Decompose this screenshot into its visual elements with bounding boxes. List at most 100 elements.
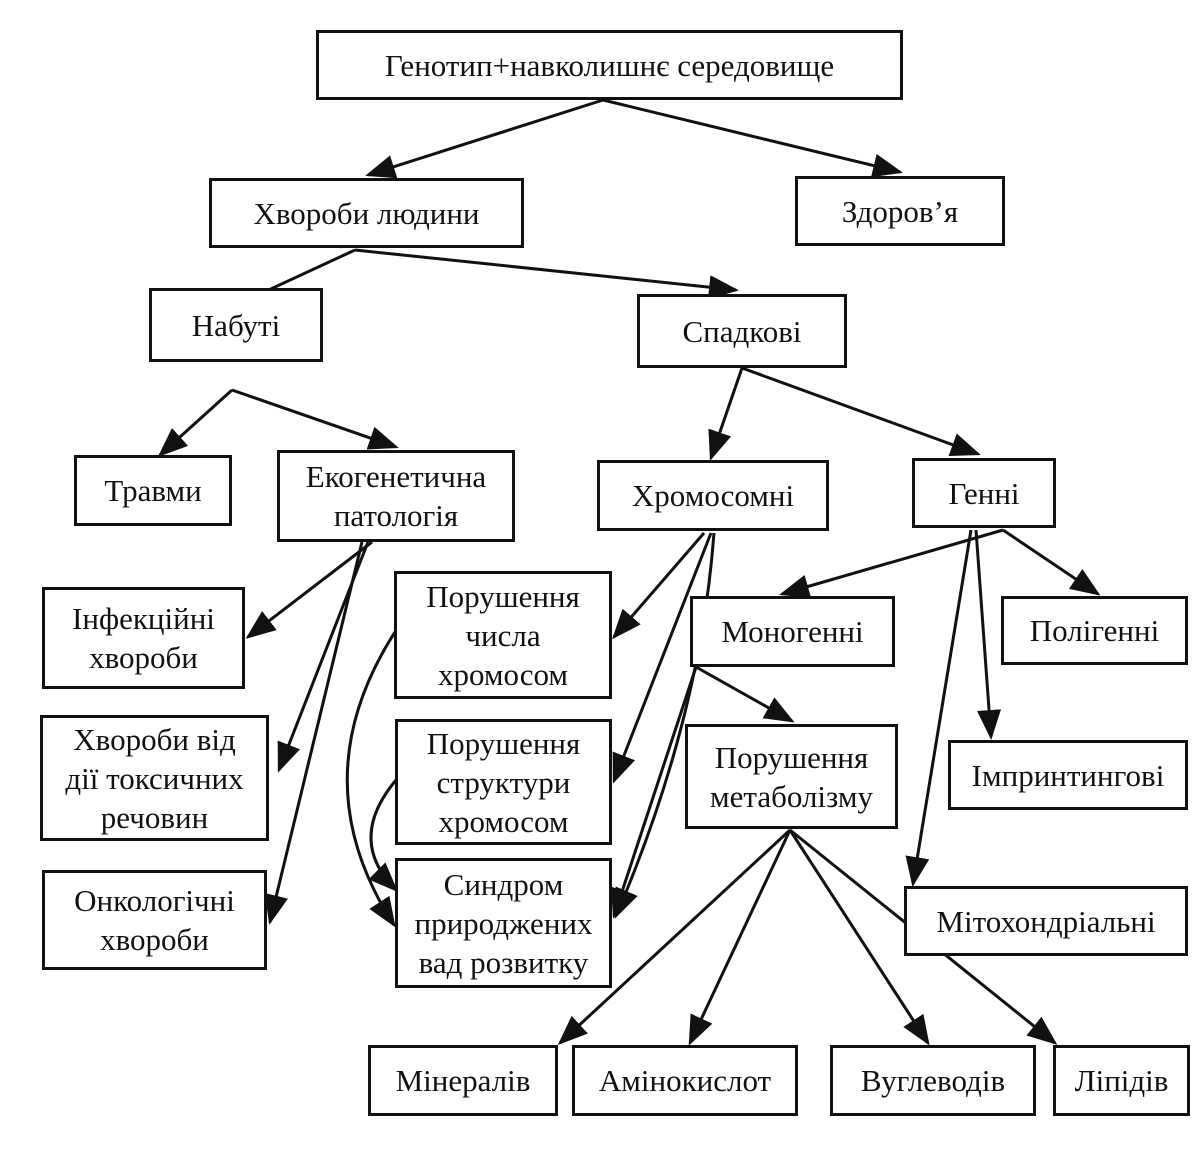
node-oncological: Онкологічні хвороби: [42, 870, 267, 970]
node-label-line: Імпринтингові: [971, 757, 1165, 793]
node-acquired: Набуті: [149, 288, 323, 362]
node-label-line: речовин: [100, 799, 209, 835]
node-label-line: Хромосомні: [631, 478, 795, 513]
node-label-line: Мітохондріальні: [936, 903, 1156, 939]
node-label: Хвороби людини: [253, 194, 479, 233]
node-label-line: Інфекційні: [72, 601, 215, 636]
node-label: Травми: [104, 471, 201, 510]
node-health: Здоров’я: [795, 176, 1005, 246]
arrow-genic-to-monogenic: [779, 528, 1004, 599]
arrow-chromosomal-to-malformations: [614, 532, 716, 919]
node-label-line: Травми: [104, 473, 202, 508]
node-label: Імпринтингові: [972, 756, 1165, 795]
node-label-line: Ліпідів: [1074, 1063, 1169, 1098]
node-monogenic: Моногенні: [690, 596, 895, 667]
node-label-line: Порушення: [426, 578, 580, 614]
node-lipids: Ліпідів: [1053, 1045, 1190, 1116]
arrow-acquired-to-ecogenetic: [231, 388, 399, 450]
node-label-line: хромосом: [437, 656, 569, 692]
node-label-line: Моногенні: [721, 614, 864, 649]
node-imprinting: Імпринтингові: [948, 740, 1188, 810]
arrow-disease-to-hereditary: [354, 248, 739, 300]
node-label-line: структури: [436, 764, 571, 800]
node-hereditary: Спадкові: [637, 294, 847, 368]
node-label: Ліпідів: [1075, 1061, 1169, 1100]
node-label: Хромосомні: [632, 476, 794, 515]
node-label-line: Здоров’я: [841, 193, 959, 229]
node-label-line: Порушення: [426, 725, 581, 761]
node-label: Генотип+навколишнє середовище: [385, 46, 834, 85]
node-label-line: Спадкові: [682, 313, 802, 349]
arrow-metabolism-to-carbohydrates: [788, 829, 930, 1046]
node-label-line: числа: [465, 617, 541, 653]
node-label-line: Вуглеводів: [860, 1063, 1006, 1098]
node-ecogenetic: Екогенетична патологія: [277, 450, 515, 542]
arrow-hereditary-to-genic: [741, 366, 981, 457]
arrow-hereditary-to-chromosomal: [708, 367, 744, 461]
node-label: Амінокислот: [599, 1061, 771, 1100]
node-label-line: хвороби: [89, 640, 198, 675]
node-label: Моногенні: [721, 612, 863, 651]
arrow-root-to-disease: [365, 98, 604, 179]
node-label-line: Генні: [948, 475, 1020, 511]
node-label-line: дії токсичних: [65, 760, 244, 796]
node-label: Інфекційні хвороби: [72, 599, 215, 677]
node-label: Спадкові: [682, 312, 801, 351]
node-label-line: Синдром: [443, 866, 564, 902]
node-label-line: Мінералів: [395, 1063, 531, 1098]
arrow-monogenic-to-metabolism: [695, 665, 795, 723]
node-label: Онкологічні хвороби: [74, 881, 235, 959]
node-label-line: Полігенні: [1029, 613, 1160, 648]
arrow-genic-to-imprinting: [974, 529, 1002, 740]
arrow-ecogenetic-to-infectious: [245, 540, 373, 639]
node-label-line: хвороби: [100, 922, 209, 957]
arrow-acquired-to-injuries: [157, 388, 234, 458]
node-label-line: Амінокислот: [598, 1063, 772, 1098]
node-label: Полігенні: [1030, 611, 1159, 650]
node-label-line: хромосом: [438, 803, 569, 839]
node-label: Екогенетична патологія: [306, 457, 486, 535]
arrow-genic-to-mitochondrial: [905, 529, 973, 887]
node-label-line: природжених: [414, 905, 593, 941]
node-label: Генні: [948, 474, 1019, 513]
node-label: Здоров’я: [842, 192, 958, 231]
arrow-monogenic-to-malformations: [611, 666, 698, 919]
arrow-metabolism-to-amino-acids: [688, 829, 792, 1046]
arrow-metabolism-to-minerals: [557, 828, 792, 1046]
node-label-line: Генотип+навколишнє середовище: [384, 47, 835, 83]
arrow-chromosomal-to-chrom-number: [612, 532, 706, 640]
node-label-line: Порушення: [714, 739, 869, 775]
node-genic: Генні: [912, 458, 1056, 528]
node-label: Мітохондріальні: [936, 902, 1155, 941]
node-mitochondrial: Мітохондріальні: [904, 886, 1188, 956]
node-infectious: Інфекційні хвороби: [42, 587, 245, 689]
node-root: Генотип+навколишнє середовище: [316, 30, 903, 100]
node-label-line: Онкологічні: [74, 883, 235, 918]
node-injuries: Травми: [74, 455, 232, 526]
arrow-ecogenetic-to-oncological: [264, 541, 364, 925]
node-carbohydrates: Вуглеводів: [830, 1045, 1036, 1116]
node-label-line: Хвороби від: [73, 721, 236, 757]
node-polygenic: Полігенні: [1001, 596, 1188, 665]
node-label-line: Екогенетична: [305, 459, 487, 494]
node-label: Набуті: [192, 306, 280, 345]
node-label: Вуглеводів: [861, 1061, 1005, 1100]
arrow-chromosomal-to-chrom-structure: [612, 532, 713, 784]
node-minerals: Мінералів: [368, 1045, 558, 1116]
arrow-root-to-health: [602, 98, 903, 178]
node-label-line: патологія: [333, 498, 459, 533]
arrow-chrom-structure-to-malformations: [368, 779, 399, 893]
arrow-genic-to-polygenic: [1002, 528, 1101, 596]
